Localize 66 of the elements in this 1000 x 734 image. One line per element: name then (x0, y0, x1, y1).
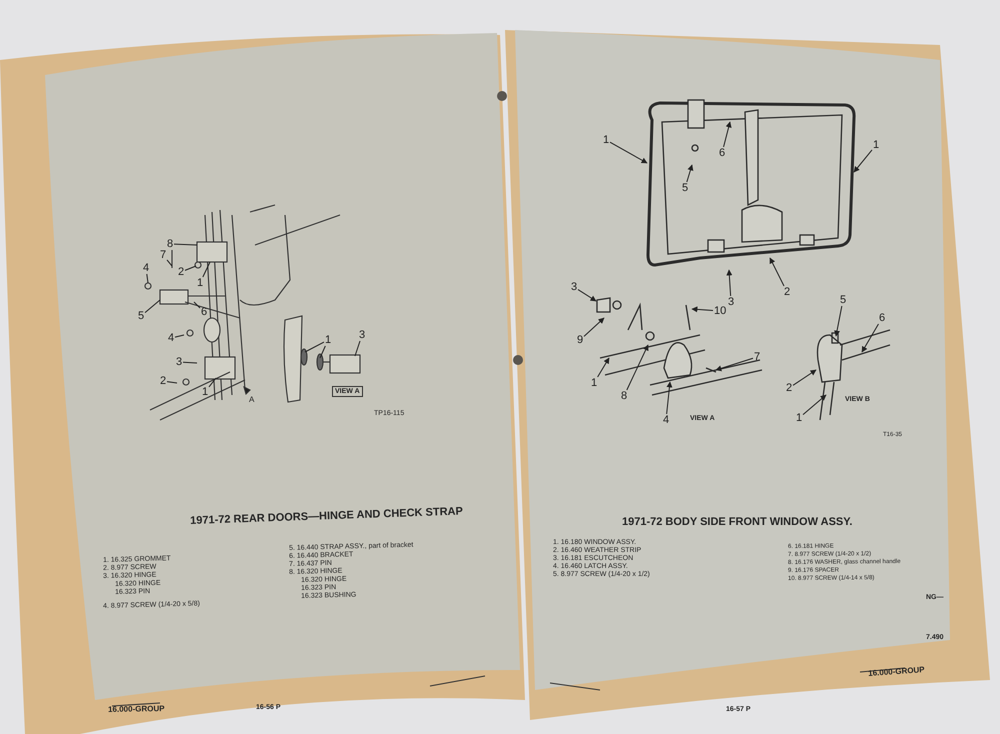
callout-number: 1 (795, 412, 804, 424)
leader-line (182, 362, 198, 364)
leader-line (610, 142, 648, 164)
callout-number: 6 (200, 306, 208, 318)
callout-number: 4 (142, 262, 150, 274)
callout-number: 1 (196, 277, 204, 289)
callout-number: 9 (576, 334, 584, 346)
leader-line (194, 302, 200, 308)
leader-line (597, 357, 610, 378)
callout-number: 2 (783, 286, 792, 298)
callout-number: 2 (159, 375, 168, 387)
callout-number: 5 (839, 294, 848, 306)
callout-number: 3 (727, 296, 736, 308)
group-number: 16.000-GROUP (868, 666, 925, 678)
callout-number: 6 (878, 312, 886, 324)
callout-number: 1 (602, 134, 610, 146)
callout-number: 5 (137, 310, 146, 322)
leader-line (144, 300, 160, 314)
callout-number: 3 (175, 356, 184, 368)
leader-line (862, 324, 879, 353)
leader-line (834, 306, 842, 337)
leader-line (304, 342, 324, 352)
leader-line (770, 257, 784, 286)
callout-number: 2 (785, 382, 794, 394)
view-marker: A (249, 396, 254, 404)
leader-line (146, 274, 148, 284)
callout-number: 1 (201, 386, 210, 398)
leader-line (626, 344, 648, 390)
callout-number: 1 (590, 377, 598, 389)
leader-line (320, 346, 326, 358)
callout-number: 7 (753, 351, 762, 363)
callout-number: 3 (358, 329, 366, 341)
callout-number: 8 (166, 238, 174, 250)
callout-number: 3 (570, 281, 578, 293)
callout-number: 8 (620, 390, 628, 402)
leader-line (715, 358, 754, 372)
callout-number: 4 (662, 414, 670, 426)
leader-line (174, 244, 198, 246)
callout-number: 2 (177, 266, 186, 278)
leader-line (723, 121, 732, 148)
leader-line (584, 318, 604, 337)
callout-number: 1 (324, 334, 332, 346)
group-number: 16.000-GROUP (108, 705, 165, 714)
leader-line (726, 269, 732, 296)
callout-number: 1 (872, 139, 880, 151)
leader-line (792, 370, 816, 386)
leader-line (202, 262, 210, 278)
leader-line (208, 378, 216, 388)
callout-number: 10 (713, 305, 728, 317)
leader-line (686, 164, 694, 182)
callout-number: 7 (159, 249, 168, 261)
leader-line (691, 306, 714, 312)
leader-line (184, 266, 196, 271)
leader-line (354, 340, 360, 356)
leader-line (578, 289, 596, 302)
callout-number: 6 (718, 147, 726, 159)
leader-line (854, 149, 872, 172)
callout-number: 5 (681, 182, 690, 194)
section-title: 1971-72 BODY SIDE FRONT WINDOW ASSY. (622, 517, 852, 528)
leader-line (166, 381, 178, 384)
callout-number: 4 (167, 332, 176, 344)
leader-line (166, 259, 172, 266)
leader-line (174, 334, 184, 338)
section-title: 1971-72 REAR DOORS—HINGE AND CHECK STRAP (190, 506, 464, 527)
leader-line (666, 381, 672, 414)
leader-line (802, 394, 826, 416)
